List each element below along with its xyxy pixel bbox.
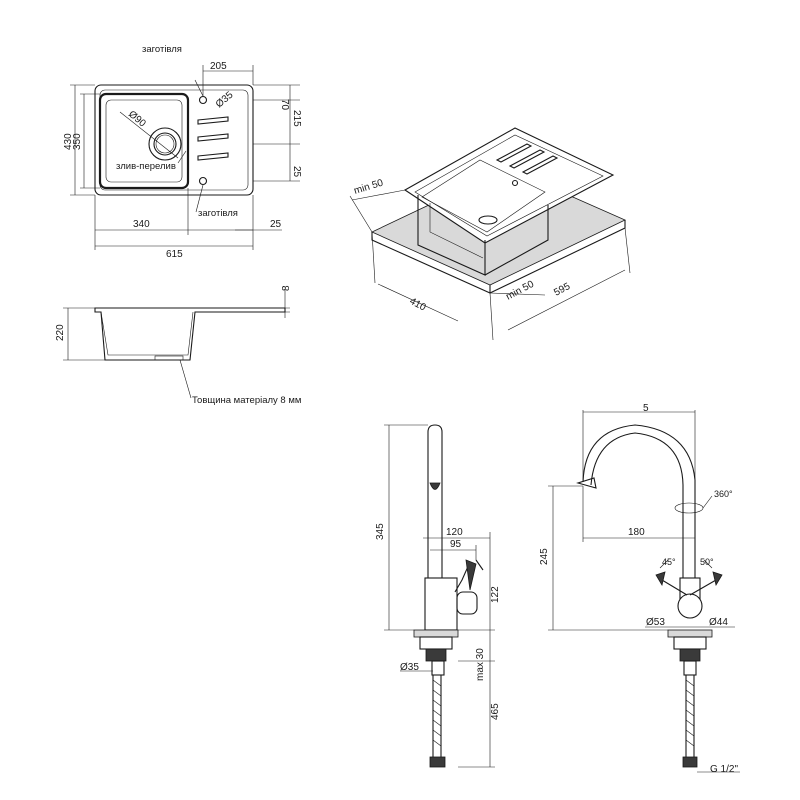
label-drain-overflow: злив-перелив (116, 161, 176, 172)
dim-d44: Ø44 (709, 617, 728, 628)
dim-345: 345 (375, 523, 386, 540)
dim-122: 122 (490, 586, 501, 603)
dim-220: 220 (55, 324, 66, 341)
faucet-front-view (548, 410, 740, 773)
dim-5: 5 (643, 403, 649, 414)
dim-410: 410 (408, 296, 428, 314)
dim-95: 95 (450, 539, 462, 550)
label-thickness: Товщина матеріалу 8 мм (192, 395, 301, 406)
dim-340: 340 (133, 219, 150, 230)
sink-iso-view (349, 127, 631, 341)
dim-350: 350 (72, 133, 83, 150)
dim-max30: max 30 (475, 648, 486, 681)
dim-360: 360° (714, 489, 733, 499)
dim-180: 180 (628, 527, 645, 538)
dim-d35: Ø35 (214, 89, 236, 110)
dim-8: 8 (281, 285, 292, 291)
label-blank-bottom: заготівля (198, 208, 238, 219)
dim-d53: Ø53 (646, 617, 665, 628)
dim-min50-a: min 50 (353, 177, 385, 196)
dim-g12: G 1/2" (710, 764, 738, 775)
dim-25-bottom: 25 (270, 219, 282, 230)
dim-50deg: 50° (700, 557, 714, 567)
dim-595: 595 (552, 281, 572, 299)
sink-side-view (63, 290, 290, 399)
dim-25-right: 25 (291, 166, 302, 178)
dim-70: 70 (279, 99, 290, 111)
dim-465: 465 (490, 703, 501, 720)
dim-205: 205 (210, 61, 227, 72)
dim-d90: Ø90 (126, 109, 148, 130)
dim-215: 215 (291, 110, 302, 127)
dim-d35-faucet: Ø35 (400, 662, 419, 673)
sink-top-view (70, 65, 300, 250)
dim-45deg: 45° (662, 557, 676, 567)
dim-615: 615 (166, 249, 183, 260)
faucet-side-view (384, 424, 495, 768)
dim-min50-b: min 50 (504, 279, 536, 303)
label-blank-top: заготівля (142, 44, 182, 55)
dim-120: 120 (446, 527, 463, 538)
dim-430: 430 (63, 133, 74, 150)
dim-245: 245 (539, 548, 550, 565)
